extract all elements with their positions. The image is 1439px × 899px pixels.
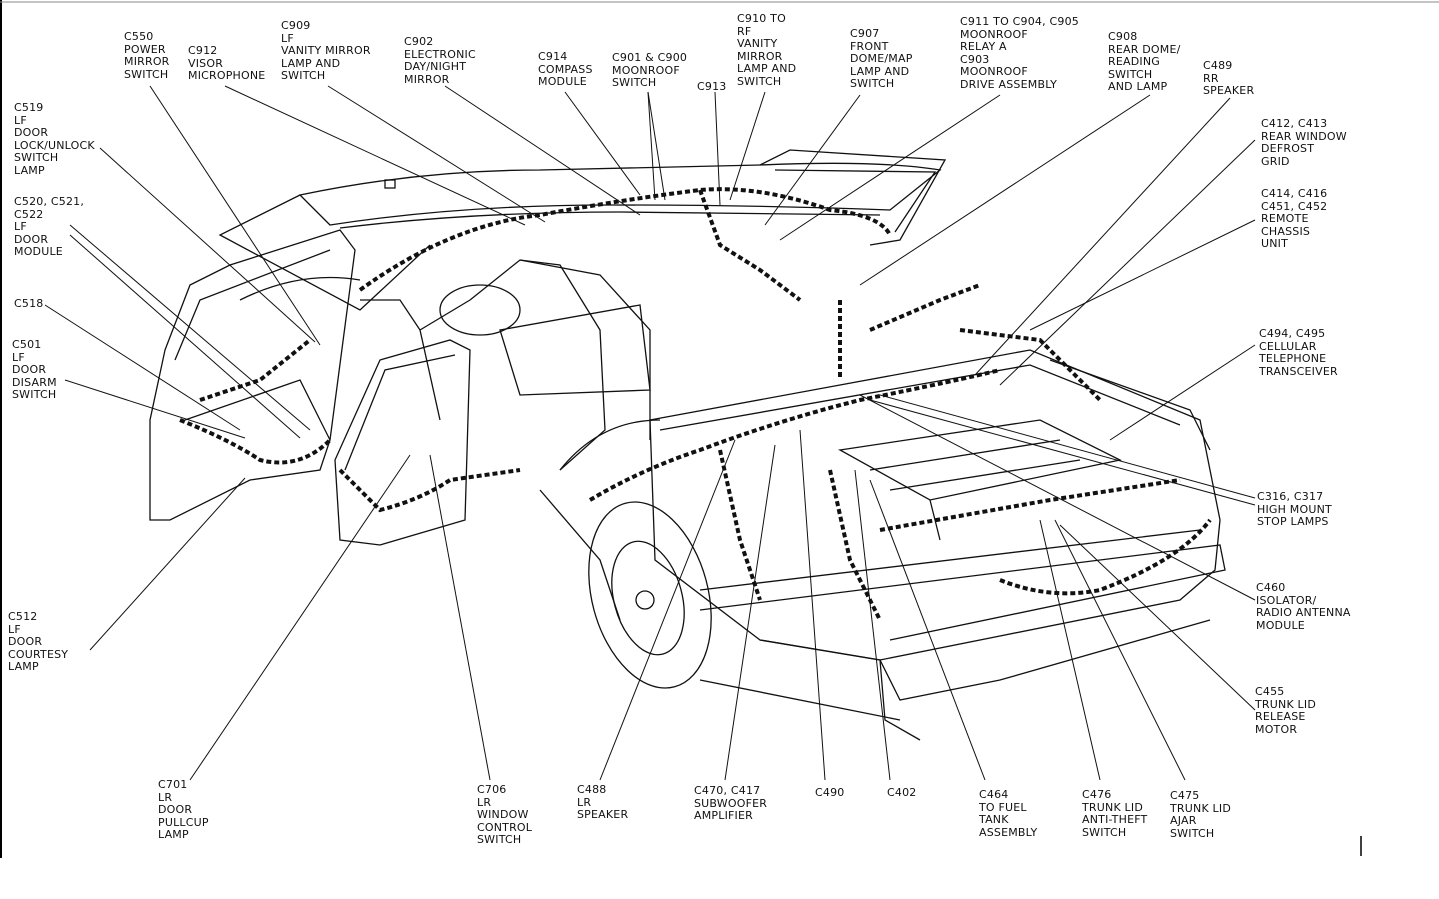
label-c911: C911 TO C904, C905 MOONROOF RELAY A C903… xyxy=(960,15,1079,91)
label-c501: C501 LF DOOR DISARM SWITCH xyxy=(12,338,57,401)
label-c518: C518 xyxy=(14,297,44,310)
label-c907: C907 FRONT DOME/MAP LAMP AND SWITCH xyxy=(850,27,913,90)
label-c701: C701 LR DOOR PULLCUP LAMP xyxy=(158,778,209,841)
label-c475: C475 TRUNK LID AJAR SWITCH xyxy=(1170,789,1231,840)
label-c519: C519 LF DOOR LOCK/UNLOCK SWITCH LAMP xyxy=(14,101,95,177)
label-c914: C914 COMPASS MODULE xyxy=(538,50,593,88)
label-c489: C489 RR SPEAKER xyxy=(1203,59,1255,97)
label-c455: C455 TRUNK LID RELEASE MOTOR xyxy=(1255,685,1316,736)
label-c913: C913 xyxy=(697,80,727,93)
car-body-outline xyxy=(149,149,1226,741)
label-c912: C912 VISOR MICROPHONE xyxy=(188,44,266,82)
label-c909: C909 LF VANITY MIRROR LAMP AND SWITCH xyxy=(281,19,371,82)
label-c908: C908 REAR DOME/ READING SWITCH AND LAMP xyxy=(1108,30,1181,93)
label-c512: C512 LF DOOR COURTESY LAMP xyxy=(8,610,69,673)
leader-lines xyxy=(44,85,1256,781)
label-c494: C494, C495 CELLULAR TELEPHONE TRANSCEIVE… xyxy=(1259,327,1338,378)
label-c706: C706 LR WINDOW CONTROL SWITCH xyxy=(477,783,533,846)
label-c901: C901 & C900 MOONROOF SWITCH xyxy=(612,51,688,89)
label-c910: C910 TO RF VANITY MIRROR LAMP AND SWITCH xyxy=(737,12,797,88)
label-c402: C402 xyxy=(887,786,917,799)
label-c316: C316, C317 HIGH MOUNT STOP LAMPS xyxy=(1257,490,1332,528)
label-c460: C460 ISOLATOR/ RADIO ANTENNA MODULE xyxy=(1256,581,1351,632)
wiring-harness xyxy=(179,187,1212,621)
label-c464: C464 TO FUEL TANK ASSEMBLY xyxy=(979,788,1038,839)
label-c476: C476 TRUNK LID ANTI-THEFT SWITCH xyxy=(1082,788,1148,839)
label-c470: C470, C417 SUBWOOFER AMPLIFIER xyxy=(694,784,768,822)
label-c490: C490 xyxy=(815,786,845,799)
label-c520: C520, C521, C522 LF DOOR MODULE xyxy=(14,195,85,258)
label-c902: C902 ELECTRONIC DAY/NIGHT MIRROR xyxy=(404,35,476,86)
label-c550: C550 POWER MIRROR SWITCH xyxy=(124,30,170,81)
label-c412: C412, C413 REAR WINDOW DEFROST GRID xyxy=(1261,117,1347,168)
label-c414: C414, C416 C451, C452 REMOTE CHASSIS UNI… xyxy=(1261,187,1328,250)
label-c488: C488 LR SPEAKER xyxy=(577,783,629,821)
